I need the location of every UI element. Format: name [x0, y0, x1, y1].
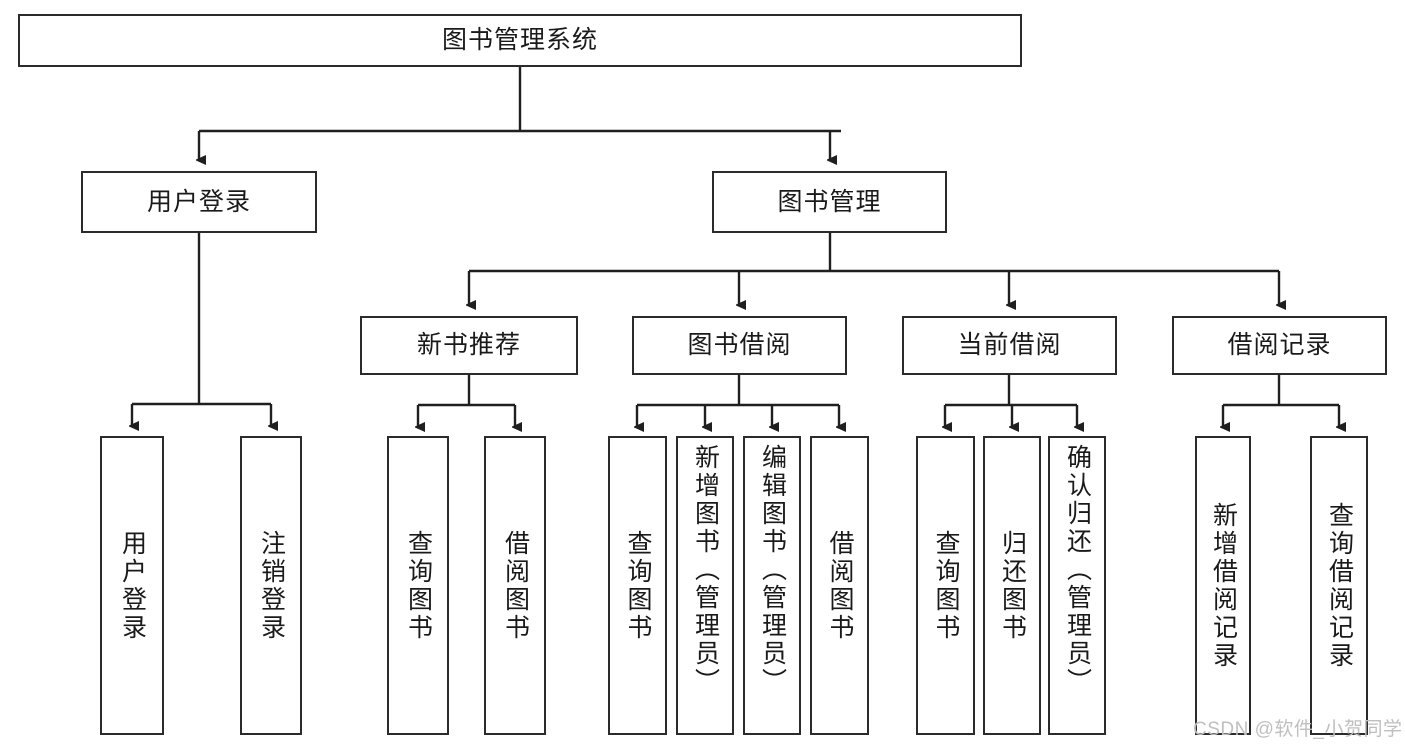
leaf-logout-login[interactable]: 注销登录 — [240, 436, 302, 735]
leaf-borrow-books-recommend[interactable]: 借阅图书 — [484, 436, 546, 735]
leaf-query-books-current[interactable]: 查询图书 — [916, 436, 975, 735]
leaf-query-books-recommend[interactable]: 查询图书 — [387, 436, 449, 735]
leaf-borrow-books[interactable]: 借阅图书 — [810, 436, 869, 735]
leaf-add-borrow-record[interactable]: 新增借阅记录 — [1195, 436, 1251, 735]
leaf-return-books[interactable]: 归还图书 — [983, 436, 1041, 735]
csdn-watermark: CSDN @软件_小贺同学 — [1193, 719, 1403, 740]
node-book-management[interactable]: 图书管理 — [712, 171, 947, 233]
node-root[interactable]: 图书管理系统 — [18, 14, 1022, 67]
leaf-add-book-admin[interactable]: 新增图书（管理员） — [676, 436, 734, 735]
node-new-book-recommend[interactable]: 新书推荐 — [360, 316, 578, 375]
leaf-query-borrow-record[interactable]: 查询借阅记录 — [1310, 436, 1368, 735]
node-book-borrow[interactable]: 图书借阅 — [632, 316, 847, 375]
node-borrow-records[interactable]: 借阅记录 — [1172, 316, 1387, 375]
node-current-borrow[interactable]: 当前借阅 — [902, 316, 1117, 375]
leaf-query-books-borrow[interactable]: 查询图书 — [608, 436, 667, 735]
leaf-user-login[interactable]: 用户登录 — [100, 436, 164, 735]
node-user-login[interactable]: 用户登录 — [81, 171, 317, 233]
leaf-confirm-return-admin[interactable]: 确认归还（管理员） — [1048, 436, 1106, 735]
leaf-edit-book-admin[interactable]: 编辑图书（管理员） — [743, 436, 801, 735]
